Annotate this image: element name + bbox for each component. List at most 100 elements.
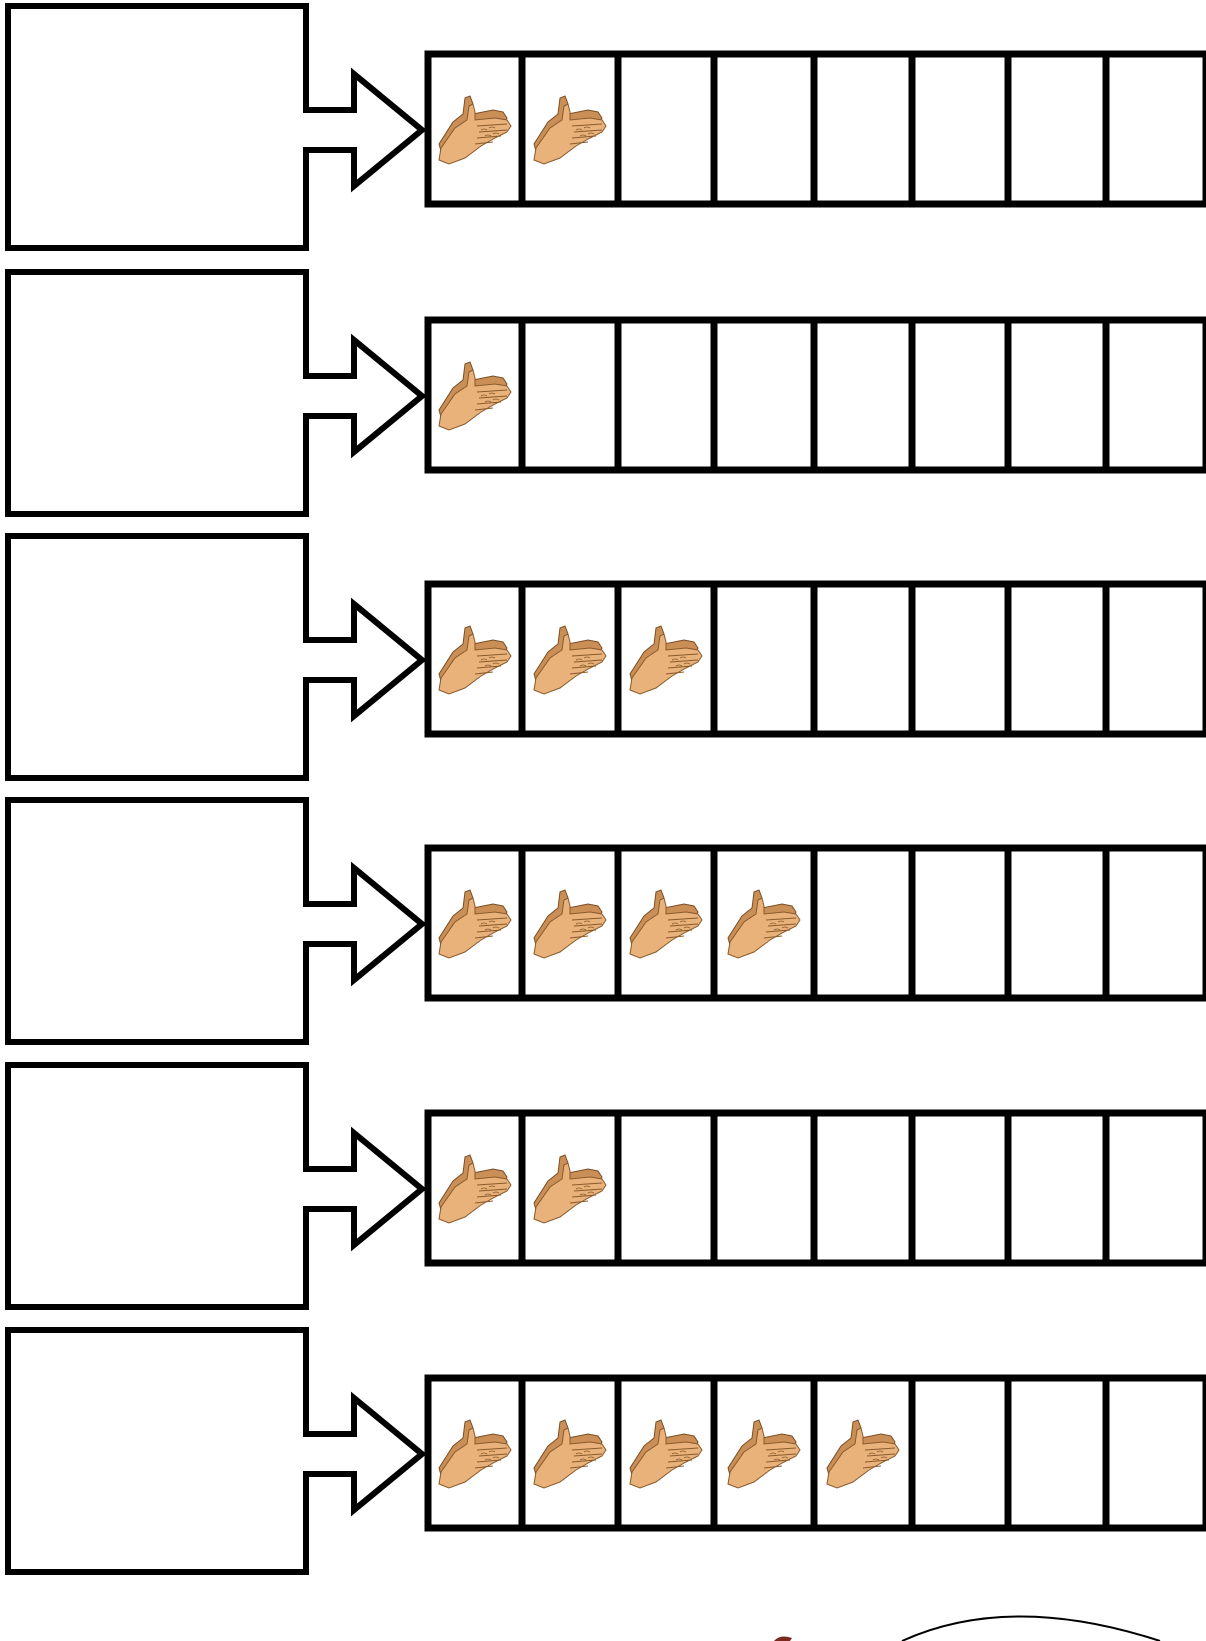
clap-strip [424, 580, 1206, 738]
cell-frame [710, 50, 818, 208]
cell-frame [614, 50, 718, 208]
answer-box-with-arrow[interactable] [5, 533, 427, 781]
cell-frame [1004, 580, 1110, 738]
clap-cell [1102, 316, 1206, 474]
exercise-row [5, 797, 1206, 1045]
clap-cell [1102, 1109, 1206, 1267]
clap-strip [424, 316, 1206, 474]
clap-cell [518, 844, 622, 1002]
clap-cell [710, 1374, 818, 1532]
cell-frame [1102, 316, 1206, 474]
clap-cell [424, 316, 526, 474]
clap-cell [810, 1109, 916, 1267]
cell-frame [1102, 50, 1206, 208]
cell-frame [908, 1374, 1012, 1532]
cell-frame [908, 50, 1012, 208]
clap-cell [424, 50, 526, 208]
cell-frame [908, 1109, 1012, 1267]
clap-cell [424, 580, 526, 738]
clap-cell [810, 844, 916, 1002]
clap-cell [1102, 580, 1206, 738]
cell-frame [1102, 580, 1206, 738]
exercise-row [5, 269, 1206, 517]
clap-cell [810, 1374, 916, 1532]
clap-strip [424, 50, 1206, 208]
clap-cell [908, 1374, 1012, 1532]
cell-frame [1102, 1374, 1206, 1532]
clap-cell [518, 1109, 622, 1267]
clap-cell [424, 1109, 526, 1267]
cell-frame [710, 1109, 818, 1267]
clap-cell [810, 50, 916, 208]
clap-strip [424, 1374, 1206, 1532]
exercise-row [5, 1327, 1206, 1575]
cell-frame [710, 844, 818, 1002]
clap-cell [710, 580, 818, 738]
clap-cell [810, 580, 916, 738]
cell-frame [810, 580, 916, 738]
answer-box-with-arrow[interactable] [5, 797, 427, 1045]
clap-cell [614, 1374, 718, 1532]
clap-strip [424, 1109, 1206, 1267]
clap-cell [710, 50, 818, 208]
clap-cell [614, 580, 718, 738]
clap-cell [1004, 580, 1110, 738]
clap-cell [908, 50, 1012, 208]
clap-cell [518, 1374, 622, 1532]
clap-cell [710, 316, 818, 474]
clap-cell [614, 844, 718, 1002]
cell-frame [810, 50, 916, 208]
cell-frame [518, 316, 622, 474]
answer-box-with-arrow[interactable] [5, 269, 427, 517]
answer-box-with-arrow[interactable] [5, 3, 427, 251]
clap-cell [424, 844, 526, 1002]
cell-frame [908, 844, 1012, 1002]
clap-cell [1102, 50, 1206, 208]
clap-cell [518, 316, 622, 474]
clap-cell [710, 844, 818, 1002]
clap-cell [908, 1109, 1012, 1267]
clap-cell [614, 1109, 718, 1267]
cell-frame [1102, 844, 1206, 1002]
clap-strip [424, 844, 1206, 1002]
answer-box-with-arrow[interactable] [5, 1327, 427, 1575]
figure-fragment [774, 1636, 792, 1641]
cell-frame [1004, 1109, 1110, 1267]
clap-cell [614, 50, 718, 208]
cell-frame [810, 316, 916, 474]
clap-cell [810, 316, 916, 474]
answer-box-with-arrow[interactable] [5, 1062, 427, 1310]
clap-cell [1004, 1109, 1110, 1267]
cut-off-decoration [774, 1615, 1161, 1641]
clap-cell [424, 1374, 526, 1532]
clap-cell [1102, 1374, 1206, 1532]
cell-frame [1102, 1109, 1206, 1267]
cell-frame [908, 316, 1012, 474]
cell-frame [1004, 1374, 1110, 1532]
clap-cell [1004, 316, 1110, 474]
cell-frame [1004, 316, 1110, 474]
clap-cell [614, 316, 718, 474]
clap-cell [518, 580, 622, 738]
cell-frame [710, 316, 818, 474]
cell-frame [810, 1109, 916, 1267]
clap-cell [908, 316, 1012, 474]
bubble-outline [901, 1615, 1161, 1641]
exercise-row [5, 533, 1206, 781]
cell-frame [1004, 50, 1110, 208]
cell-frame [614, 316, 718, 474]
cell-frame [710, 580, 818, 738]
clap-cell [1004, 50, 1110, 208]
exercise-row [5, 3, 1206, 251]
cell-frame [1004, 844, 1110, 1002]
cell-frame [614, 1109, 718, 1267]
clap-cell [908, 580, 1012, 738]
clap-cell [1004, 1374, 1110, 1532]
clap-cell [908, 844, 1012, 1002]
clap-cell [1102, 844, 1206, 1002]
clap-cell [518, 50, 622, 208]
clap-cell [1004, 844, 1110, 1002]
cell-frame [908, 580, 1012, 738]
exercise-row [5, 1062, 1206, 1310]
